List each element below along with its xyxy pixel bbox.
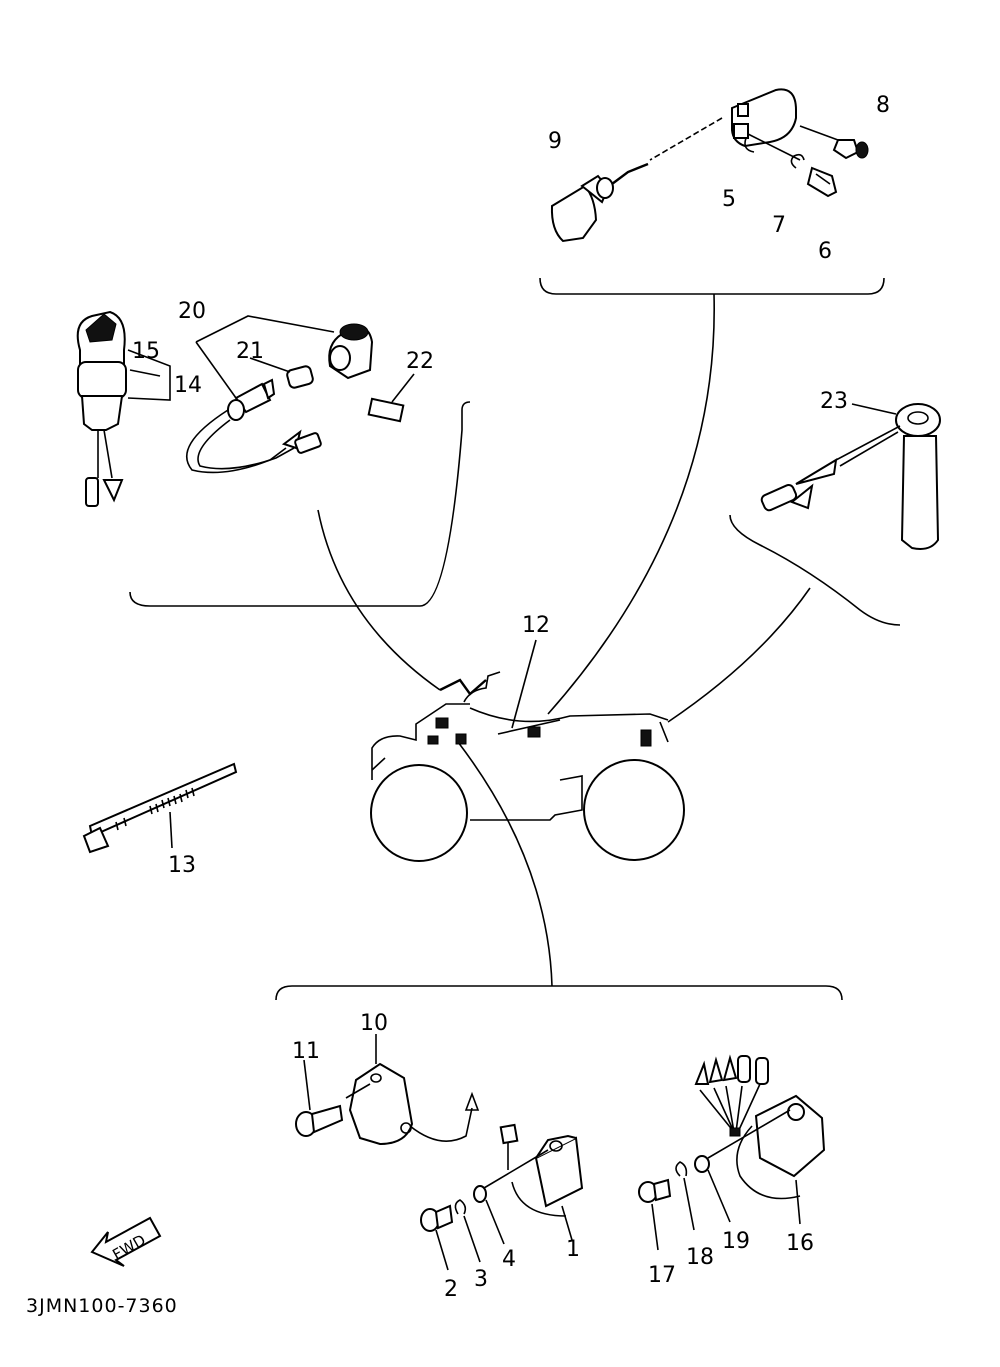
- cable-tie-13: [82, 762, 238, 854]
- atv-vehicle-outline: [370, 671, 685, 862]
- drawing-code: 3JMN100-7360: [26, 1295, 178, 1317]
- neutral-switch-20: [186, 378, 322, 474]
- callout-9: 9: [548, 129, 562, 154]
- callout-4: 4: [502, 1247, 516, 1272]
- callout-18: 18: [686, 1245, 714, 1270]
- bracket-cdi-group: [275, 985, 843, 1001]
- callout-12: 12: [522, 613, 550, 638]
- connector-line-coil: [547, 293, 715, 715]
- callout-8: 8: [876, 93, 890, 118]
- callout-23: 23: [820, 389, 848, 414]
- connector-line-switch: [317, 509, 441, 691]
- callout-3: 3: [474, 1267, 488, 1292]
- bolt-11: [295, 1059, 344, 1137]
- washer-4: [473, 1185, 487, 1203]
- screw-2: [420, 1204, 454, 1271]
- sensor-23: [760, 403, 941, 550]
- lock-washer-18: [675, 1161, 688, 1177]
- callout-15: 15: [132, 339, 160, 364]
- bracket-switch-group: [129, 401, 471, 607]
- callout-10: 10: [360, 1011, 388, 1036]
- bolt-8: [832, 139, 869, 160]
- bracket-sensor-group: [729, 514, 901, 626]
- screw-17: [638, 1178, 672, 1251]
- callout-17: 17: [648, 1263, 676, 1288]
- callout-21: 21: [236, 339, 264, 364]
- cover-20b: [328, 323, 374, 380]
- ignition-unit-1: [499, 1123, 584, 1241]
- washer-19: [694, 1155, 710, 1173]
- lock-washer-3: [454, 1199, 467, 1215]
- callout-11: 11: [292, 1039, 320, 1064]
- callout-5: 5: [722, 187, 736, 212]
- callout-6: 6: [818, 239, 832, 264]
- callout-16: 16: [786, 1231, 814, 1256]
- callout-19: 19: [722, 1229, 750, 1254]
- callout-20: 20: [178, 299, 206, 324]
- callout-22: 22: [406, 349, 434, 374]
- key-15: [85, 313, 117, 343]
- pad-22: [367, 397, 405, 423]
- callout-2: 2: [444, 1277, 458, 1302]
- connector-line-sensor: [667, 587, 811, 723]
- spark-plug-cap: [550, 162, 649, 243]
- cdi-unit-16: [694, 1054, 826, 1225]
- bracket-ignition-coil-group: [539, 277, 885, 295]
- callout-7: 7: [772, 213, 786, 238]
- clip-7: [790, 153, 805, 169]
- callout-13: 13: [168, 853, 196, 878]
- cap-21: [286, 365, 314, 389]
- forward-direction-arrow: FWD: [90, 1216, 162, 1267]
- bolt-6: [806, 166, 838, 198]
- callout-14: 14: [174, 373, 202, 398]
- connector-line-cdi: [457, 741, 553, 987]
- ignition-coil-assembly: [649, 88, 839, 161]
- bracket-10: [348, 1034, 480, 1146]
- callout-1: 1: [566, 1237, 580, 1262]
